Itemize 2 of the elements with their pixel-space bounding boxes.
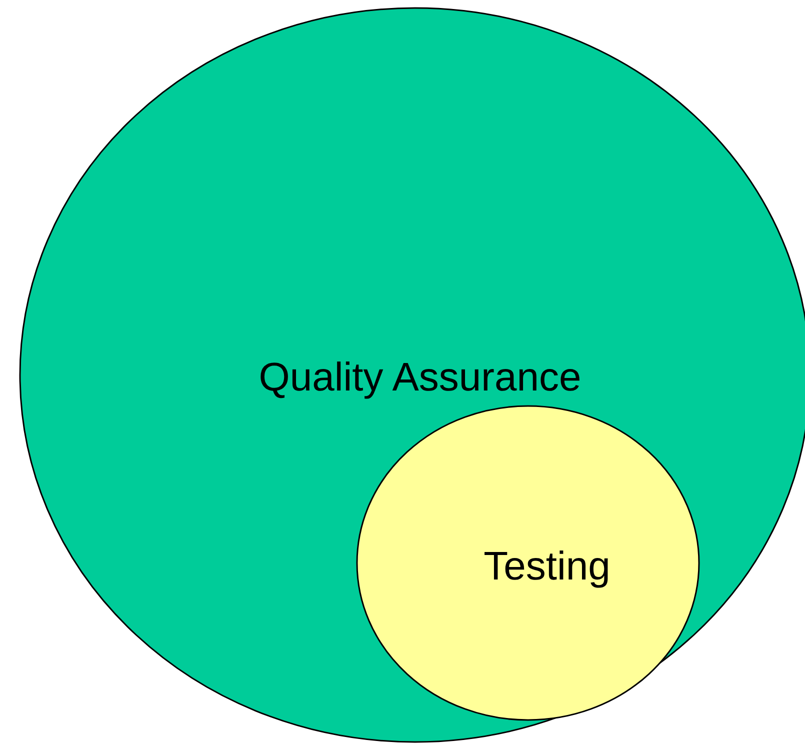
region-label: Testing bbox=[484, 544, 610, 590]
region-label: Quality Assurance bbox=[258, 356, 582, 400]
